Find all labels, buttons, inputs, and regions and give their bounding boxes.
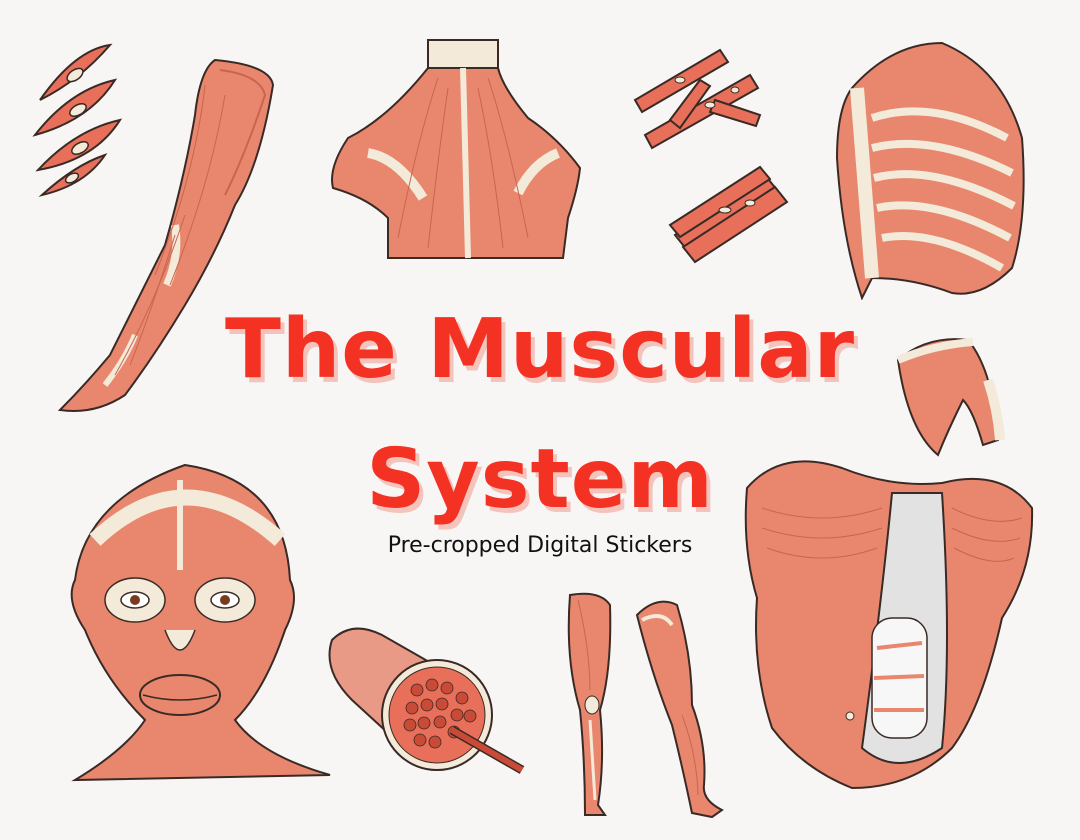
subtitle: Pre-cropped Digital Stickers (387, 533, 693, 558)
muscle-cross-section-icon (328, 627, 525, 774)
branched-cardiac-muscle-icon (633, 48, 762, 150)
face-muscles-icon (70, 463, 331, 782)
title-line-2: System (366, 432, 714, 527)
shoulder-muscle-icon (896, 338, 1005, 457)
page-title: The Muscular System (200, 285, 880, 545)
leg-muscles-front-icon (567, 592, 612, 816)
title-line-1: The Muscular (224, 302, 856, 397)
smooth-muscle-cells-icon (32, 43, 123, 197)
upper-back-muscles-icon (331, 39, 582, 259)
arm-muscles-icon (57, 58, 275, 412)
torso-muscles-icon (744, 460, 1034, 790)
muscle-fiber-bundle-icon (668, 165, 789, 264)
rib-cage-muscles-icon (835, 41, 1025, 300)
leg-muscles-side-icon (635, 600, 724, 819)
